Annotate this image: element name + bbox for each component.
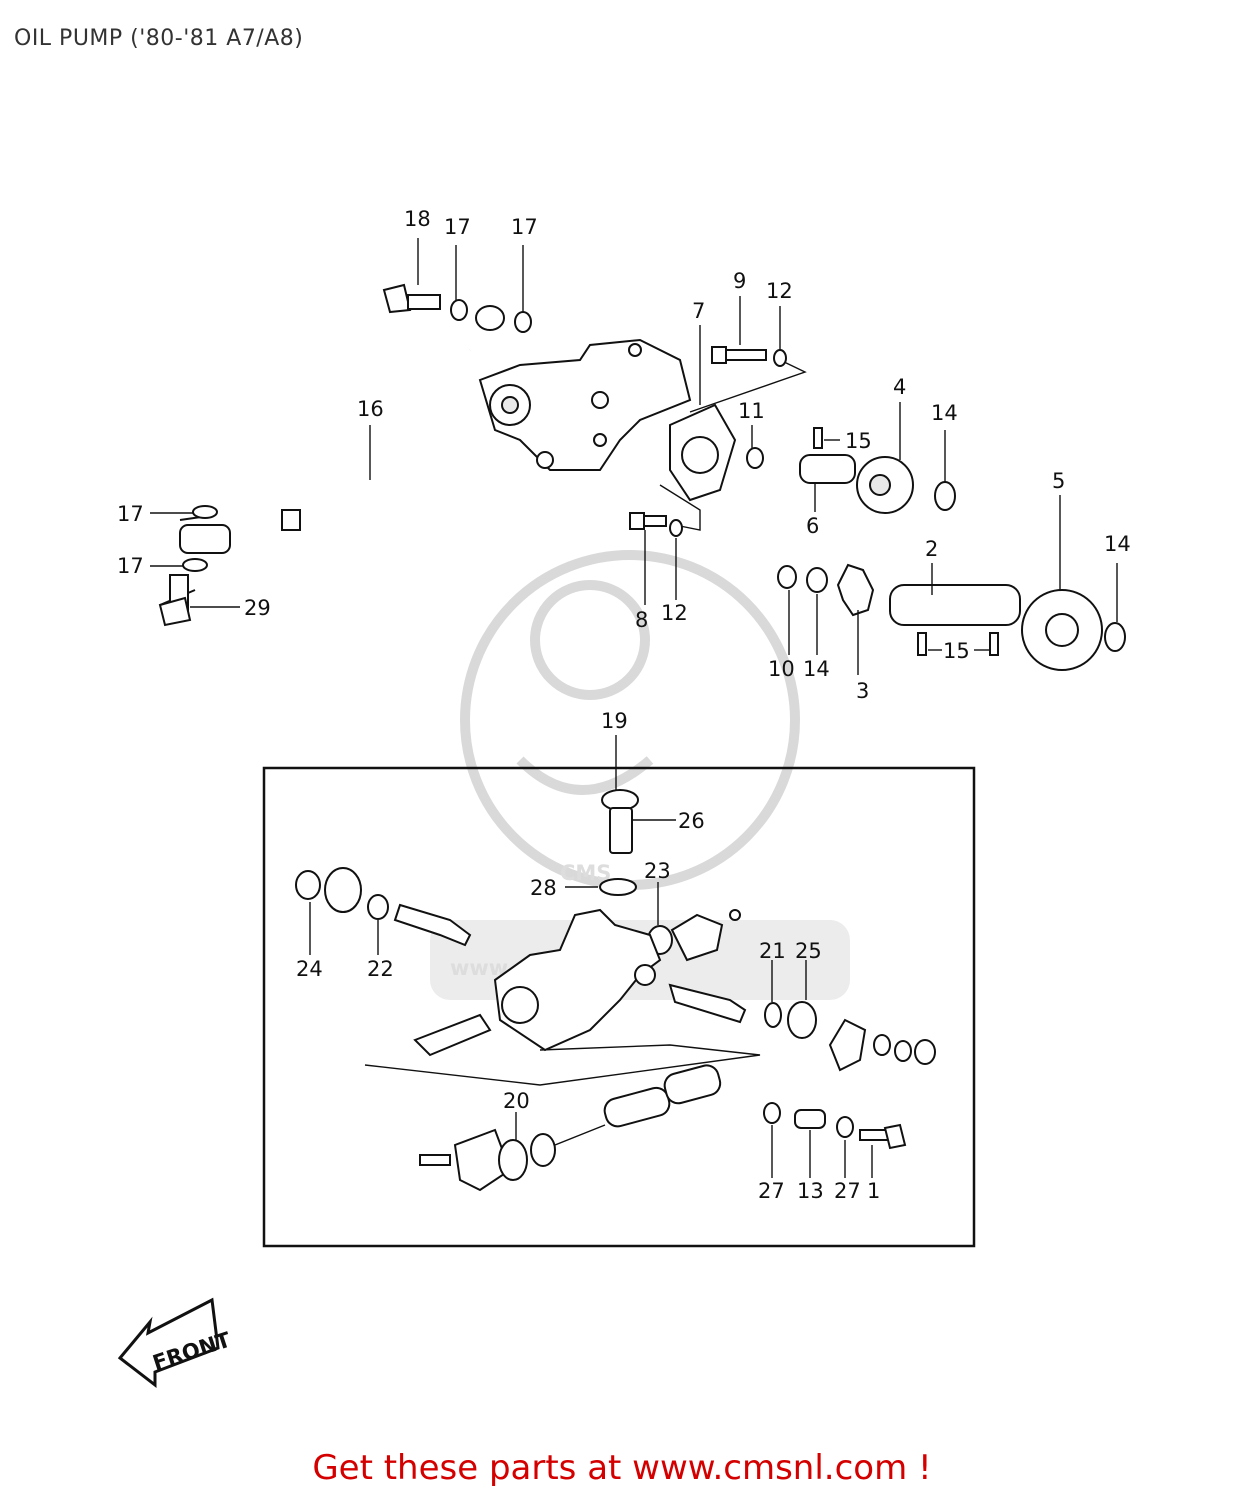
parts-link-footer[interactable]: Get these parts at www.cmsnl.com ! [312,1448,932,1488]
oil-pipe [158,299,532,627]
callout-15: 15 [943,639,970,663]
driven-gear [1021,589,1126,671]
callout-10: 10 [768,657,795,681]
callout-1: 1 [867,1179,880,1203]
callout-12: 12 [766,279,793,303]
callout-5: 5 [1052,469,1065,493]
callout-7: 7 [692,299,705,323]
callout-17: 17 [117,502,144,526]
callout-28: 28 [530,876,557,900]
front-arrow-icon: FRONT [117,1297,234,1389]
callout-13: 13 [797,1179,824,1203]
pump-gear-upper [856,456,956,514]
callout-14: 14 [803,657,830,681]
callout-12: 12 [661,601,688,625]
pump-shaft-upper [799,427,856,484]
watermark-text: CMS [560,861,611,885]
callout-20: 20 [503,1089,530,1113]
callout-22: 22 [367,957,394,981]
callout-18: 18 [404,207,431,231]
callout-14: 14 [1104,532,1131,556]
valve-bolt [601,789,676,854]
callout-2: 2 [925,537,938,561]
circlip [746,447,764,469]
oil-pump-body [478,338,692,471]
adjuster-parts [763,1102,907,1178]
callout-14: 14 [931,401,958,425]
callout-26: 26 [678,809,705,833]
callout-11: 11 [738,399,765,423]
banjo-bolt [382,283,441,314]
callout-15: 15 [845,429,872,453]
callout-16: 16 [357,397,384,421]
callout-17: 17 [444,215,471,239]
callout-3: 3 [856,679,869,703]
valve-washer [599,878,637,896]
callout-29: 29 [244,596,271,620]
callout-23: 23 [644,859,671,883]
valve-cap-parts [295,867,472,955]
callout-19: 19 [601,709,628,733]
callout-6: 6 [806,514,819,538]
valve-assembly-box [262,766,976,1248]
pump-gasket [659,359,807,531]
upper-leader-lines [150,238,1118,675]
diagram-title: OIL PUMP ('80-'81 A7/A8) [14,26,304,51]
callout-24: 24 [296,957,323,981]
callout-4: 4 [893,375,906,399]
relief-parts [764,960,936,1072]
callout-17: 17 [511,215,538,239]
callout-27: 27 [758,1179,785,1203]
callout-8: 8 [635,608,648,632]
valve-body [364,908,761,1086]
callout-25: 25 [795,939,822,963]
callout-21: 21 [759,939,786,963]
callout-17: 17 [117,554,144,578]
callout-27: 27 [834,1179,861,1203]
callout-9: 9 [733,269,746,293]
pump-bolt-lower [629,512,683,537]
pump-bolt-upper [711,346,787,367]
plunger-assembly [419,1064,722,1192]
pump-shaft-lower [777,563,1021,656]
